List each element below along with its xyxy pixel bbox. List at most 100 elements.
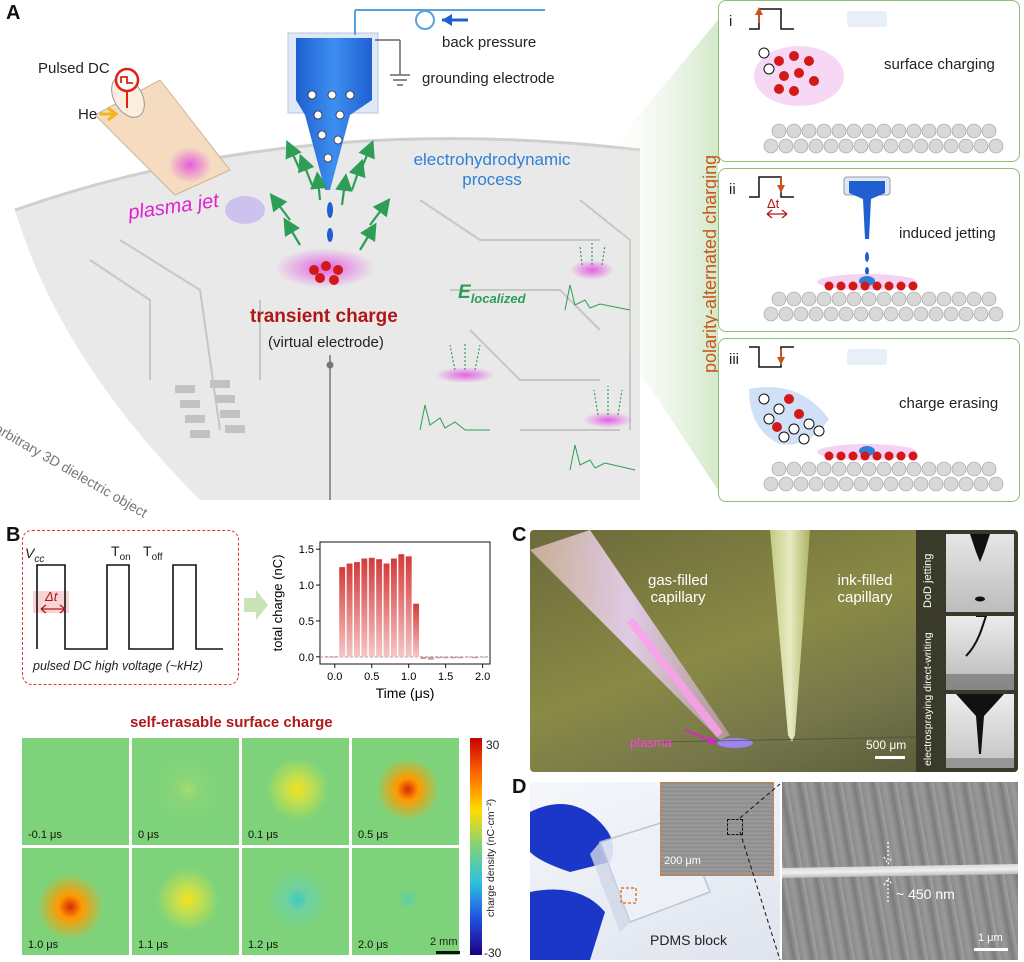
bar	[390, 558, 397, 657]
electrospray-label: electrospraying direct-writing	[922, 632, 934, 766]
bar	[361, 558, 368, 657]
x-tick-label: 0.0	[327, 671, 342, 683]
heatmap-frame: 0 μs	[132, 738, 239, 845]
delta-t-label: Δt	[45, 589, 58, 604]
heatmap-frame: -0.1 μs	[22, 738, 129, 845]
colorbar	[470, 738, 482, 955]
he-label: He	[78, 106, 98, 123]
bar	[354, 562, 360, 657]
y-tick-label: 0.5	[299, 616, 314, 628]
x-axis-label: Time (μs)	[376, 685, 435, 701]
bar	[450, 656, 456, 659]
dielectric-object	[15, 138, 640, 500]
dod-jetting-image	[946, 534, 1014, 612]
ehd-capillary	[287, 9, 545, 242]
bar	[339, 567, 346, 657]
y-tick-label: 1.5	[299, 544, 314, 556]
bar	[368, 557, 375, 657]
y-tick-label: 0.0	[299, 652, 314, 664]
step-iii-text: charge erasing	[899, 395, 999, 412]
sem-inset: 200 μm	[660, 782, 774, 876]
heatmap-scale-label: 2 mm	[430, 936, 458, 948]
bar	[479, 656, 486, 658]
ton-label: Ton	[111, 543, 131, 563]
heatmap-frame-label: 0 μs	[138, 829, 160, 841]
heatmap-frame: 1.0 μs	[22, 848, 129, 955]
plot-frame	[319, 541, 491, 665]
bar	[405, 556, 412, 657]
panel-a-illustration	[14, 9, 718, 500]
zoom-lines	[739, 783, 781, 961]
pulse-waveform-box: Vcc Ton Toff Δt pulsed DC high voltage (…	[22, 530, 239, 685]
panel-label-b: B	[6, 524, 21, 546]
bar	[472, 656, 479, 659]
step-ii-text: induced jetting	[899, 225, 996, 242]
x-tick-label: 2.0	[475, 671, 490, 683]
pulsed-dc-label: Pulsed DC	[38, 60, 110, 77]
photo-scale-label: 500 μm	[866, 738, 907, 752]
panel-label-c: C	[512, 524, 527, 546]
mini-waveforms	[419, 284, 636, 471]
plasma-label: plasma	[630, 735, 672, 750]
heatmap-frame-label: 1.1 μs	[138, 939, 169, 951]
bar	[442, 656, 449, 659]
vcc-label: Vcc	[25, 545, 45, 565]
sem-scale-label: 1 μm	[978, 932, 1003, 944]
step-ii-delta: Δt	[767, 196, 780, 211]
plasma-tube	[94, 76, 265, 224]
step-i-text: surface charging	[884, 56, 995, 73]
chip-pads	[175, 380, 245, 438]
sem-image: ~ 450 nm 1 μm	[782, 782, 1018, 960]
colorbar-max: 30	[486, 738, 500, 752]
jetting-strip: DoD jetting electrospraying direct-writi…	[916, 530, 1018, 772]
zoom-funnel	[612, 20, 718, 490]
heatmap-frame-label: 0.5 μs	[358, 829, 389, 841]
heatmap-frame: 1.1 μs	[132, 848, 239, 955]
pdms-block-label: PDMS block	[650, 932, 728, 948]
panel-label-a: A	[6, 2, 21, 24]
heatmap-frame: 2.0 μs	[352, 848, 459, 955]
grounding-electrode-label: grounding electrode	[422, 70, 555, 87]
heatmap-frame: 1.2 μs	[242, 848, 349, 955]
heatmap-frame-label: 0.1 μs	[248, 829, 279, 841]
virtual-electrode-label: (virtual electrode)	[268, 334, 384, 351]
electrospray-image-1	[946, 615, 1014, 690]
bar	[427, 656, 434, 660]
inset-scale-label: 200 μm	[664, 855, 701, 867]
localized-field-arrows	[449, 242, 623, 416]
heatmap-frame-label: -0.1 μs	[28, 829, 62, 841]
x-tick-label: 1.5	[438, 671, 453, 683]
inset-zoom-box	[727, 819, 743, 835]
heatmap-frame-label: 1.2 μs	[248, 939, 279, 951]
y-axis-label: total charge (nC)	[270, 555, 285, 652]
heatmap-grid: -0.1 μs 0 μs 0.1 μs 0.5 μs 1.0 μs 1.1 μs 1.2 μ…	[22, 738, 462, 962]
line-width-label: ~ 450 nm	[896, 886, 955, 902]
bar	[346, 563, 353, 657]
step-box-i: i surface charging	[718, 0, 1020, 162]
bar	[398, 554, 405, 657]
dod-label: DoD jetting	[922, 553, 934, 608]
colorbar-min: -30	[484, 946, 502, 960]
bar	[420, 656, 427, 659]
transition-arrow-icon	[244, 590, 268, 620]
bar	[331, 656, 338, 658]
bar	[324, 656, 331, 658]
toff-label: Toff	[143, 543, 163, 563]
colorbar-label: charge density (nC·cm⁻²)	[485, 798, 497, 917]
he-arrow-icon	[100, 106, 119, 122]
heatmap-title: self-erasable surface charge	[130, 714, 333, 731]
x-tick-label: 1.0	[401, 671, 416, 683]
step-box-iii: iii charge erasing	[718, 338, 1020, 502]
positive-charges	[309, 261, 343, 285]
transient-charge-label: transient charge	[250, 306, 398, 327]
bar	[464, 656, 471, 658]
electrospray-image-2	[946, 694, 1014, 768]
y-tick-label: 1.0	[299, 580, 314, 592]
pulse-caption: pulsed DC high voltage (~kHz)	[33, 659, 203, 673]
bar	[376, 559, 383, 657]
